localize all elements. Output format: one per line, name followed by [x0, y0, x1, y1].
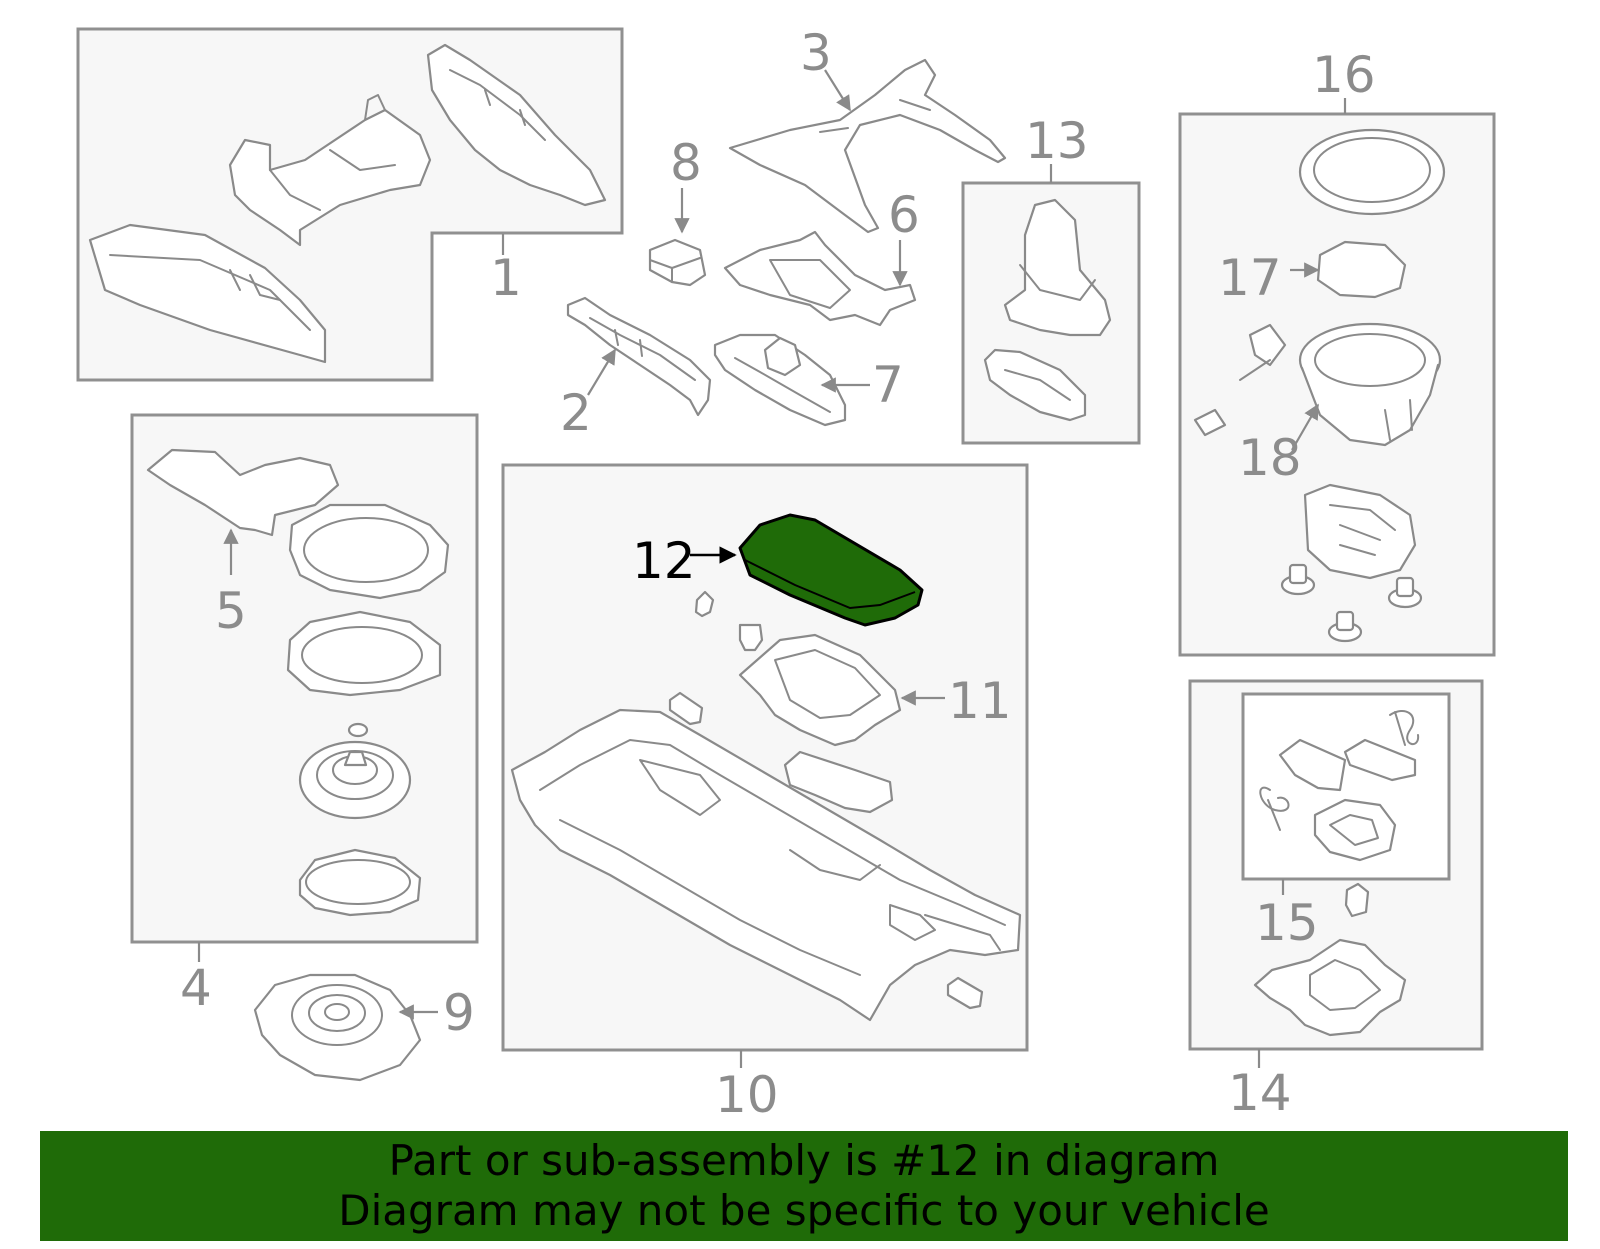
part-4-bezel-upper: [288, 503, 450, 600]
callout-5: 5: [215, 582, 247, 640]
callout-2: 2: [560, 384, 592, 442]
part-1-bracket: [228, 108, 432, 247]
callout-17: 17: [1218, 249, 1282, 307]
callout-14: 14: [1228, 1064, 1292, 1122]
callout-16: 16: [1312, 46, 1376, 104]
callout-3: 3: [800, 24, 832, 82]
callout-1: 1: [490, 249, 522, 307]
part-4-boot: [298, 740, 412, 820]
part-5-insulator: [146, 448, 340, 537]
part-4-nut: [347, 722, 369, 738]
part-9-group: 9: [253, 973, 475, 1082]
part-16-ring: [1298, 128, 1446, 216]
part-11-tray: [738, 633, 902, 747]
part-2-bracket: [566, 296, 712, 417]
group-4-panel: 4 5: [130, 413, 479, 1017]
part-8-switch: [648, 238, 707, 287]
banner-line-1: Part or sub-assembly is #12 in diagram: [388, 1136, 1220, 1185]
part-15-spring-upper: [1389, 710, 1420, 745]
callout-8: 8: [670, 134, 702, 192]
callout-9: 9: [443, 984, 475, 1042]
part-3-trim-frame: [728, 58, 1007, 234]
callout-11: 11: [948, 672, 1012, 730]
part-1-side-trim: [426, 43, 607, 207]
part-10-clip: [783, 750, 894, 814]
part-15-spring-lower: [1259, 786, 1290, 812]
callout-12: 12: [632, 532, 696, 590]
callout-6: 6: [888, 186, 920, 244]
group-1-panel: 1: [76, 27, 624, 382]
part-9-shifter: [253, 973, 422, 1082]
part-14-bracket: [1253, 938, 1407, 1037]
part-6-bezel: [723, 230, 917, 327]
group-14-panel: 14 15: [1188, 679, 1484, 1122]
part-7-group: 7: [713, 333, 904, 427]
part-3-group: 3: [728, 24, 1007, 234]
part-6-group: 6: [723, 186, 920, 327]
part-13-bezel: [983, 348, 1087, 422]
part-18-pins: [1280, 563, 1423, 643]
callout-13: 13: [1025, 112, 1089, 170]
group-16-panel: 16 17 18: [1178, 46, 1496, 657]
info-banner: Part or sub-assembly is #12 in diagram D…: [40, 1131, 1568, 1241]
callout-7: 7: [872, 356, 904, 414]
part-17-mat: [1316, 240, 1407, 299]
part-15-plate-right: [1343, 738, 1417, 782]
part-13-shift-boot: [1003, 198, 1112, 337]
callout-4: 4: [180, 959, 212, 1017]
part-8-group: 8: [648, 134, 707, 287]
part-10-console: [510, 708, 1022, 1022]
part-12-lid: [738, 513, 924, 627]
banner-line-2: Diagram may not be specific to your vehi…: [338, 1186, 1270, 1235]
group-10-panel: 10 11 12: [501, 463, 1029, 1124]
callout-10: 10: [715, 1066, 779, 1124]
part-15-holder: [1313, 798, 1397, 862]
part-2-group: 2: [560, 296, 712, 442]
callout-15: 15: [1255, 894, 1319, 952]
part-1-lower-panel: [88, 223, 327, 364]
callout-18: 18: [1238, 429, 1302, 487]
part-15-plate-left: [1278, 738, 1347, 792]
group-13-panel: 13: [961, 112, 1141, 445]
